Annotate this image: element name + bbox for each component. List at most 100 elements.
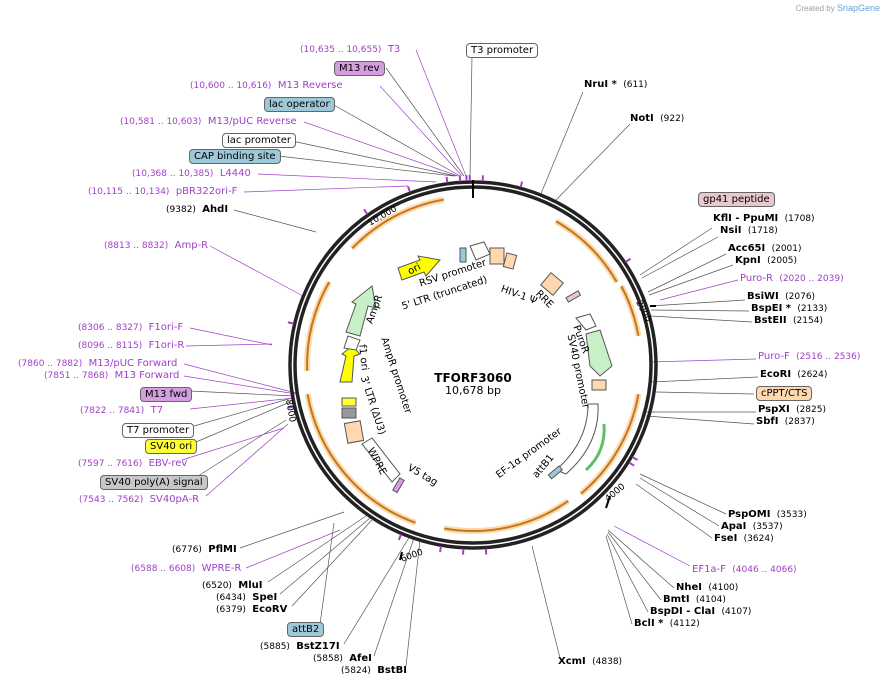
- leader-line: [189, 327, 273, 346]
- primer-pbr322ori-f[interactable]: (10,115 .. 10,134) pBR322ori-F: [88, 186, 238, 197]
- primer-t7[interactable]: (7822 .. 7841) T7: [80, 405, 164, 416]
- primer-tick: [519, 181, 524, 188]
- primer-m13-puc-reverse[interactable]: (10,581 .. 10,603) M13/pUC Reverse: [120, 116, 297, 127]
- site-noti[interactable]: NotI (922): [630, 113, 685, 124]
- primer-f1ori-f[interactable]: (8306 .. 8327) F1ori-F: [78, 322, 184, 333]
- feature-m13-fwd[interactable]: M13 fwd: [140, 387, 193, 402]
- label-leader-lines: [181, 49, 759, 667]
- site-bspdi-clai[interactable]: BspDI - ClaI (4107): [650, 606, 752, 617]
- feature-sv40-polya-signal[interactable]: SV40 poly(A) signal: [100, 475, 208, 490]
- leader-line: [279, 517, 371, 595]
- orf-feature-arcs: [287, 175, 642, 555]
- gp41-box: [565, 290, 582, 303]
- ef1a-promoter-arrow: [555, 403, 599, 475]
- primer-puro-f[interactable]: Puro-F (2516 .. 2536): [758, 351, 861, 362]
- site-kfli-ppumi[interactable]: KflI - PpuMI (1708): [713, 213, 815, 224]
- leader-line: [243, 185, 409, 193]
- site-nrui[interactable]: NruI * (611): [584, 79, 648, 90]
- feature-attb2[interactable]: attB2: [287, 622, 325, 637]
- leader-line: [650, 309, 750, 312]
- feature-t3-promoter[interactable]: T3 promoter: [466, 43, 539, 58]
- leader-line: [531, 545, 561, 659]
- site-bmti[interactable]: BmtI (4104): [663, 594, 726, 605]
- leader-line: [189, 397, 295, 410]
- position-tick-label: 6000: [400, 547, 425, 564]
- site-ahdi[interactable]: (9382) AhdI: [166, 204, 229, 215]
- site-nsii[interactable]: NsiI (1718): [720, 225, 778, 236]
- primer-puro-r[interactable]: Puro-R (2020 .. 2039): [740, 273, 844, 284]
- leader-line: [607, 531, 662, 601]
- leader-line: [233, 209, 317, 233]
- site-bsteii[interactable]: BstEII (2154): [754, 315, 823, 326]
- site-bcli[interactable]: BclI * (4112): [634, 618, 700, 629]
- leader-line: [605, 535, 633, 625]
- site-bstz17i[interactable]: (5885) BstZ17I: [260, 641, 340, 652]
- site-kpni[interactable]: KpnI (2005): [735, 255, 798, 266]
- leader-line: [257, 173, 437, 183]
- site-ecori[interactable]: EcoRI (2624): [760, 369, 828, 380]
- site-xcmi[interactable]: XcmI (4838): [558, 656, 623, 667]
- site-bspei[interactable]: BspEI * (2133): [751, 303, 828, 314]
- site-apai[interactable]: ApaI (3537): [721, 521, 783, 532]
- feature-t7-promoter[interactable]: T7 promoter: [122, 423, 195, 438]
- site-ecorv[interactable]: (6379) EcoRV: [216, 604, 288, 615]
- site-pflmi[interactable]: (6776) PflMI: [172, 544, 237, 555]
- primer-l4440[interactable]: (10,368 .. 10,385) L4440: [132, 168, 251, 179]
- primer-t3[interactable]: (10,635 .. 10,655) T3: [300, 44, 401, 55]
- site-pspomi[interactable]: PspOMI (3533): [728, 509, 807, 520]
- feature-gp41-peptide[interactable]: gp41 peptide: [698, 192, 775, 207]
- primer-ef1a-f[interactable]: EF1a-F (4046 .. 4066): [692, 564, 797, 575]
- lac-feature-strip: [459, 247, 467, 263]
- leader-line: [555, 123, 631, 201]
- feature-lac-promoter[interactable]: lac promoter: [222, 133, 296, 148]
- wpre-arrow: [361, 437, 401, 483]
- primer-m13-reverse[interactable]: (10,600 .. 10,616) M13 Reverse: [190, 80, 343, 91]
- primer-tick: [628, 461, 635, 467]
- primer-ebv-rev[interactable]: (7597 .. 7616) EBV-rev: [78, 458, 188, 469]
- site-spei[interactable]: (6434) SpeI: [216, 592, 278, 603]
- primer-tick: [407, 186, 412, 193]
- leader-line: [645, 415, 755, 425]
- primer-m13-puc-forward[interactable]: (7860 .. 7882) M13/pUC Forward: [18, 358, 178, 369]
- leader-line: [635, 483, 713, 539]
- snapgene-watermark: Created by SnapGene: [796, 3, 880, 13]
- site-bsiwi[interactable]: BsiWI (2076): [747, 291, 816, 302]
- position-tick-mark: [605, 495, 611, 509]
- ef1a-green-line: [584, 423, 606, 472]
- leader-line: [539, 91, 584, 197]
- ltr5-box: [489, 247, 505, 265]
- leader-line: [379, 85, 463, 177]
- site-sbfi[interactable]: SbfI (2837): [756, 416, 815, 427]
- primer-f1ori-r[interactable]: (8096 .. 8115) F1ori-R: [78, 340, 185, 351]
- site-fsei[interactable]: FseI (3624): [714, 533, 774, 544]
- ori-arrow: [397, 255, 441, 281]
- feature-sv40-ori[interactable]: SV40 ori: [145, 439, 198, 454]
- primer-m13-forward[interactable]: (7851 .. 7868) M13 Forward: [44, 370, 180, 381]
- primer-tick: [624, 257, 632, 263]
- leader-line: [205, 423, 289, 497]
- leader-line: [639, 227, 713, 276]
- leader-line: [606, 533, 649, 613]
- feature-m13-rev[interactable]: M13 rev: [334, 61, 385, 76]
- site-acc65i[interactable]: Acc65I (2001): [728, 243, 802, 254]
- leader-line: [319, 522, 335, 625]
- site-mlui[interactable]: (6520) MluI: [202, 580, 263, 591]
- leader-line: [245, 529, 341, 569]
- feature-cppt-cts[interactable]: cPPT/CTS: [756, 386, 813, 401]
- feature-cap-binding-site[interactable]: CAP binding site: [189, 149, 281, 164]
- leader-line: [209, 245, 304, 297]
- primer-wpre-r[interactable]: (6588 .. 6608) WPRE-R: [131, 563, 242, 574]
- site-pspxi[interactable]: PspXI (2825): [758, 404, 826, 415]
- site-afei[interactable]: (5858) AfeI: [313, 653, 372, 664]
- sv40-small-box: [591, 379, 607, 391]
- primer-tick: [445, 176, 449, 183]
- feature-lac-operator[interactable]: lac operator: [264, 97, 335, 112]
- primer-amp-r[interactable]: (8813 .. 8832) Amp-R: [104, 240, 209, 251]
- primer-tick: [363, 208, 369, 215]
- site-bstbi[interactable]: (5824) BstBI: [341, 665, 407, 676]
- primer-sv40pa-r[interactable]: (7543 .. 7562) SV40pA-R: [79, 494, 200, 505]
- site-nhei[interactable]: NheI (4100): [676, 582, 739, 593]
- leader-line: [648, 264, 734, 296]
- leader-line: [291, 519, 373, 607]
